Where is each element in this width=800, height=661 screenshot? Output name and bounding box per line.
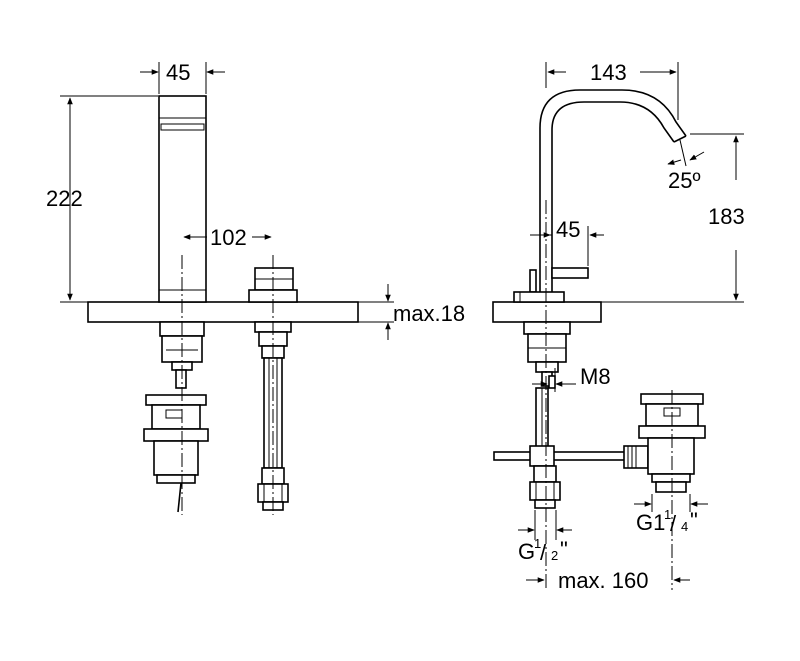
spout-gooseneck	[539, 89, 687, 302]
side-view: 143 183 25º 45 M8 G 1 / 2 "	[492, 60, 745, 593]
svg-text:4: 4	[681, 519, 688, 534]
svg-text:": "	[690, 508, 698, 533]
svg-text:/: /	[540, 540, 547, 565]
dim-waste-thread: G1	[636, 510, 665, 535]
dim-spout-width: 45	[166, 60, 190, 85]
spout-body	[158, 95, 207, 303]
popup-rod	[493, 451, 635, 461]
svg-text:/: /	[670, 511, 677, 536]
deck-plate-left	[87, 301, 359, 323]
dim-rod-thread: M8	[580, 364, 611, 389]
dim-reach: 143	[590, 60, 627, 85]
svg-text:1: 1	[534, 536, 541, 551]
svg-text:": "	[560, 537, 568, 562]
dim-handle-offset: 45	[556, 217, 580, 242]
lever-right	[513, 267, 589, 303]
dim-angle: 25º	[668, 168, 701, 193]
popup-waste-left	[143, 394, 209, 513]
deck-plate-right	[492, 301, 602, 323]
dim-max-length: max. 160	[558, 568, 649, 593]
dim-total-height: 222	[46, 186, 83, 211]
svg-text:1: 1	[664, 507, 671, 522]
front-view: 45 222 102 max.18	[46, 60, 465, 515]
dim-spout-height: 183	[708, 204, 745, 229]
dim-center-distance: 102	[210, 225, 247, 250]
svg-text:2: 2	[551, 548, 558, 563]
dim-inlet-thread: G	[518, 539, 535, 564]
dim-max-deck: max.18	[393, 301, 465, 326]
